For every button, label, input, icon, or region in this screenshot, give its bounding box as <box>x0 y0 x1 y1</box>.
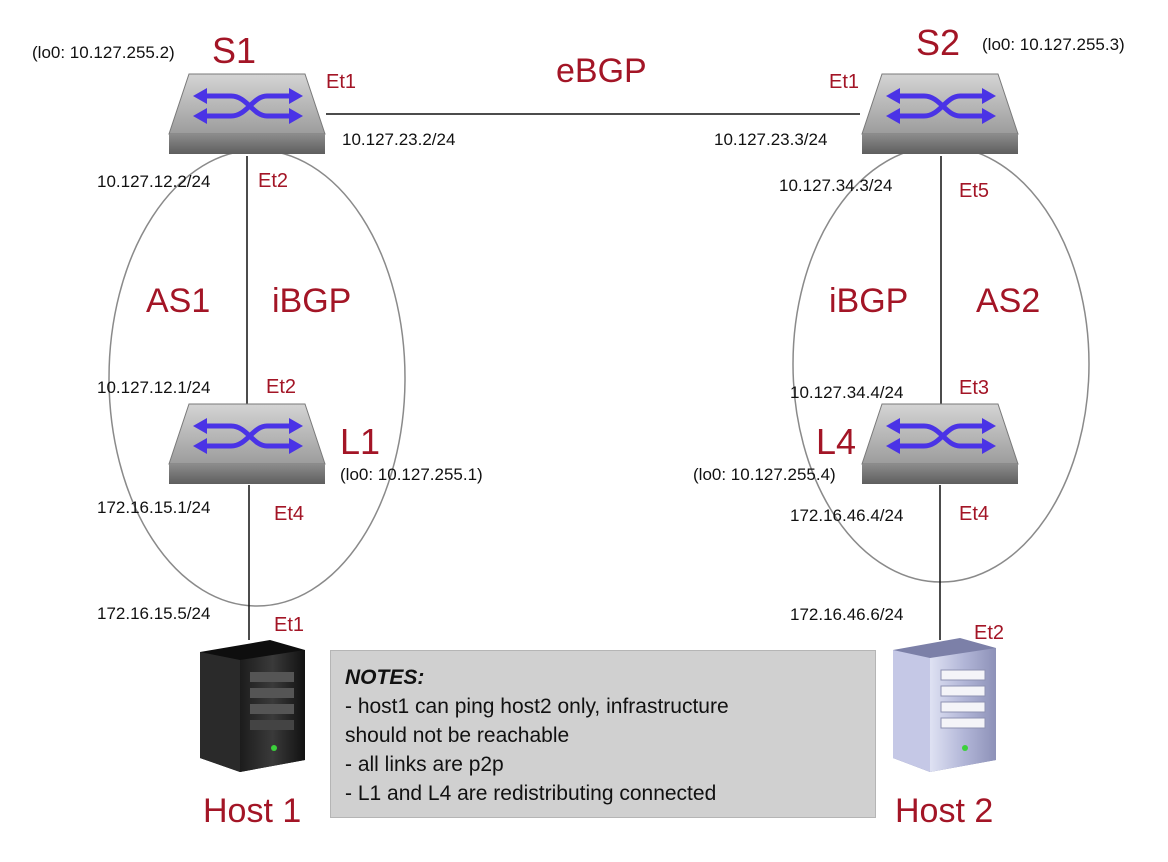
switch-l1-icon <box>169 404 325 484</box>
l4-label: L4 <box>816 421 857 462</box>
l4-et4-port: Et4 <box>959 503 990 525</box>
host1-label: Host 1 <box>203 792 302 830</box>
host2-label: Host 2 <box>895 792 994 830</box>
s2-loopback: (lo0: 10.127.255.3) <box>982 35 1125 54</box>
switch-s2-icon <box>862 74 1018 154</box>
host1-et1-port: Et1 <box>274 614 305 636</box>
switch-l4-icon <box>862 404 1018 484</box>
notes-line: - all links are p2p <box>345 753 504 776</box>
host1-server-icon <box>200 640 305 772</box>
host2-server-icon <box>893 638 996 772</box>
as1-label: AS1 <box>146 282 211 320</box>
s2-et1-port: Et1 <box>829 71 860 93</box>
ebgp-label: eBGP <box>556 52 647 90</box>
l4-et4-ip: 172.16.46.4/24 <box>790 506 904 525</box>
l1-loopback: (lo0: 10.127.255.1) <box>340 465 483 484</box>
s1-et2-ip: 10.127.12.2/24 <box>97 172 211 191</box>
s1-et1-port: Et1 <box>326 71 357 93</box>
s2-label: S2 <box>916 22 961 63</box>
l1-et2-port: Et2 <box>266 376 297 398</box>
s1-et2-port: Et2 <box>258 170 289 192</box>
s1-loopback: (lo0: 10.127.255.2) <box>32 43 175 62</box>
l1-et4-port: Et4 <box>274 503 305 525</box>
ibgp-as2-label: iBGP <box>829 282 909 320</box>
ibgp-as1-label: iBGP <box>272 282 352 320</box>
host2-et2-ip: 172.16.46.6/24 <box>790 605 904 624</box>
l1-label: L1 <box>340 421 381 462</box>
host1-et1-ip: 172.16.15.5/24 <box>97 604 211 623</box>
l4-et3-port: Et3 <box>959 377 990 399</box>
notes-line: - L1 and L4 are redistributing connected <box>345 782 717 805</box>
s2-et1-ip: 10.127.23.3/24 <box>714 130 828 149</box>
s2-et5-ip: 10.127.34.3/24 <box>779 176 893 195</box>
notes-line: - host1 can ping host2 only, infrastruct… <box>345 695 729 718</box>
s1-label: S1 <box>212 30 257 71</box>
s1-et1-ip: 10.127.23.2/24 <box>342 130 456 149</box>
l1-et2-ip: 10.127.12.1/24 <box>97 378 211 397</box>
as2-label: AS2 <box>976 282 1041 320</box>
switch-s1-icon <box>169 74 325 154</box>
l4-loopback: (lo0: 10.127.255.4) <box>693 465 836 484</box>
host2-et2-port: Et2 <box>974 622 1005 644</box>
notes-title: NOTES: <box>345 666 425 689</box>
l1-et4-ip: 172.16.15.1/24 <box>97 498 211 517</box>
s2-et5-port: Et5 <box>959 180 990 202</box>
l4-et3-ip: 10.127.34.4/24 <box>790 383 904 402</box>
notes-line: should not be reachable <box>345 724 570 747</box>
notes-box: NOTES: - host1 can ping host2 only, infr… <box>330 650 876 818</box>
